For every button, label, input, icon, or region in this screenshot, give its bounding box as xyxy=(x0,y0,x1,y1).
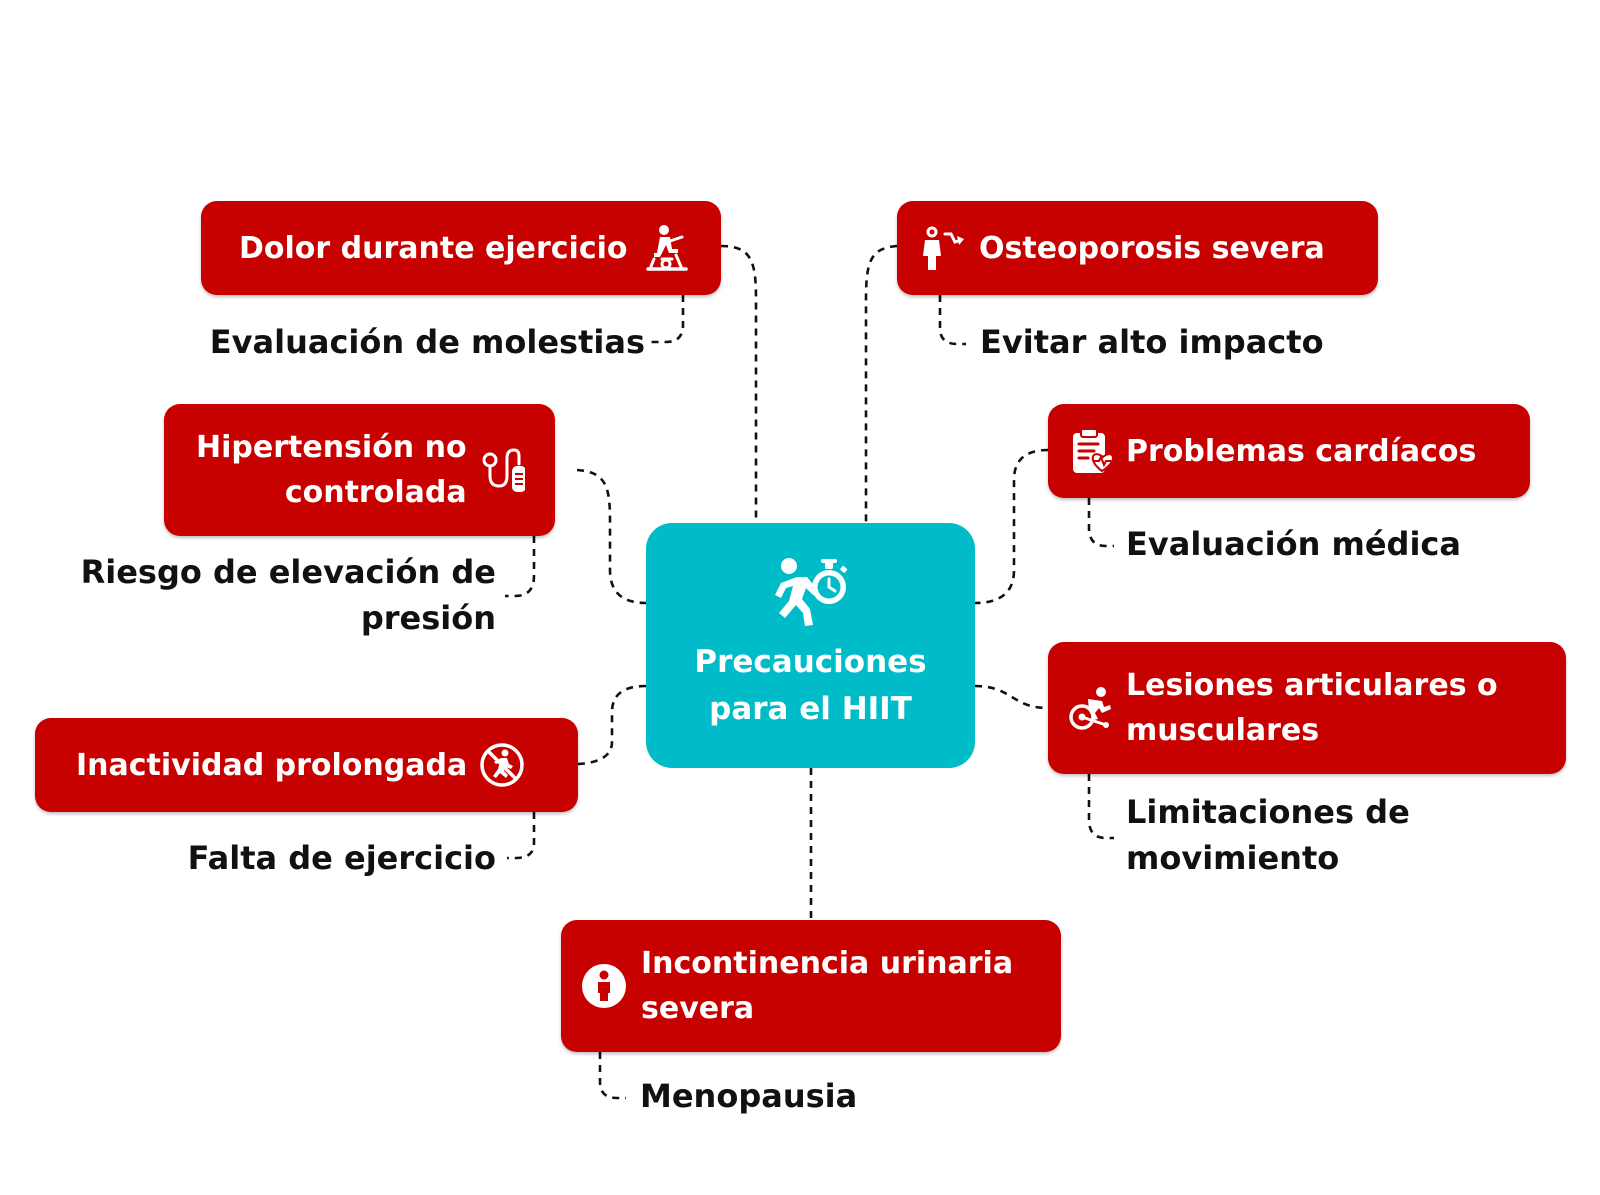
connector-dolor-detail xyxy=(651,295,685,344)
connector-inactividad xyxy=(577,684,647,766)
central-node[interactable]: Precauciones para el HIIT xyxy=(646,523,975,768)
branch-hipertension[interactable]: Hipertensión no controlada xyxy=(164,404,555,536)
detail-hipertension-line1: Riesgo de elevación de xyxy=(80,553,496,591)
detail-dolor: Evaluación de molestias xyxy=(209,323,645,361)
connector-cardiacos-detail xyxy=(1087,498,1114,548)
branch-hipertension-title: Hipertensión no controlada xyxy=(196,425,467,515)
detail-lesiones: Limitaciones de movimiento xyxy=(1126,789,1410,882)
central-title: Precauciones para el HIIT xyxy=(694,639,926,732)
connector-inactividad-detail xyxy=(507,812,536,860)
detail-hipertension: Riesgo de elevación de presión xyxy=(81,549,496,642)
branch-incontinencia-title-line2: severa xyxy=(641,991,755,1026)
bone-loss-person-icon xyxy=(921,224,967,272)
no-running-icon xyxy=(479,742,525,788)
branch-hipertension-title-line2: controlada xyxy=(284,475,467,510)
detail-osteoporosis: Evitar alto impacto xyxy=(980,323,1324,361)
detail-incontinencia: Menopausia xyxy=(640,1077,858,1115)
branch-incontinencia-title: Incontinencia urinaria severa xyxy=(641,941,1013,1031)
branch-inactividad[interactable]: Inactividad prolongada xyxy=(35,718,578,812)
blood-pressure-icon xyxy=(481,446,525,494)
detail-cardiacos: Evaluación médica xyxy=(1126,525,1461,563)
branch-hipertension-title-line1: Hipertensión no xyxy=(196,430,467,465)
branch-osteoporosis-title: Osteoporosis severa xyxy=(979,230,1325,266)
connector-dolor xyxy=(720,244,758,523)
branch-lesiones-title-line1: Lesiones articulares o xyxy=(1126,668,1498,703)
exercise-bike-icon xyxy=(642,223,690,273)
connector-lesiones xyxy=(974,684,1049,710)
connector-incontinencia-detail xyxy=(598,1052,626,1100)
detail-lesiones-line1: Limitaciones de xyxy=(1126,793,1410,831)
branch-cardiacos-title: Problemas cardíacos xyxy=(1126,433,1477,469)
branch-incontinencia[interactable]: Incontinencia urinaria severa xyxy=(561,920,1061,1052)
detail-hipertension-line2: presión xyxy=(360,599,496,638)
connector-hipertension xyxy=(576,468,647,605)
branch-osteoporosis[interactable]: Osteoporosis severa xyxy=(897,201,1378,295)
runner-stopwatch-icon xyxy=(771,553,851,627)
connector-osteoporosis xyxy=(864,244,898,523)
detail-lesiones-line2: movimiento xyxy=(1126,839,1340,878)
branch-incontinencia-title-line1: Incontinencia urinaria xyxy=(641,946,1014,981)
info-person-icon xyxy=(581,963,627,1009)
branch-inactividad-title: Inactividad prolongada xyxy=(76,747,468,783)
branch-lesiones[interactable]: Lesiones articulares o musculares xyxy=(1048,642,1566,774)
connector-cardiacos xyxy=(974,448,1049,605)
branch-lesiones-title-line2: musculares xyxy=(1126,713,1320,748)
branch-cardiacos[interactable]: Problemas cardíacos xyxy=(1048,404,1530,498)
connector-osteoporosis-detail xyxy=(938,295,966,346)
branch-dolor-title: Dolor durante ejercicio xyxy=(239,230,628,266)
wheelchair-athlete-icon xyxy=(1068,685,1114,731)
connector-hipertension-detail xyxy=(505,536,536,598)
connector-lesiones-detail xyxy=(1087,774,1114,840)
branch-dolor[interactable]: Dolor durante ejercicio xyxy=(201,201,721,295)
medical-clipboard-heart-icon xyxy=(1070,427,1116,475)
central-title-line2: para el HIIT xyxy=(709,690,912,727)
central-title-line1: Precauciones xyxy=(694,644,927,680)
detail-inactividad: Falta de ejercicio xyxy=(187,839,496,877)
branch-lesiones-title: Lesiones articulares o musculares xyxy=(1126,663,1498,753)
